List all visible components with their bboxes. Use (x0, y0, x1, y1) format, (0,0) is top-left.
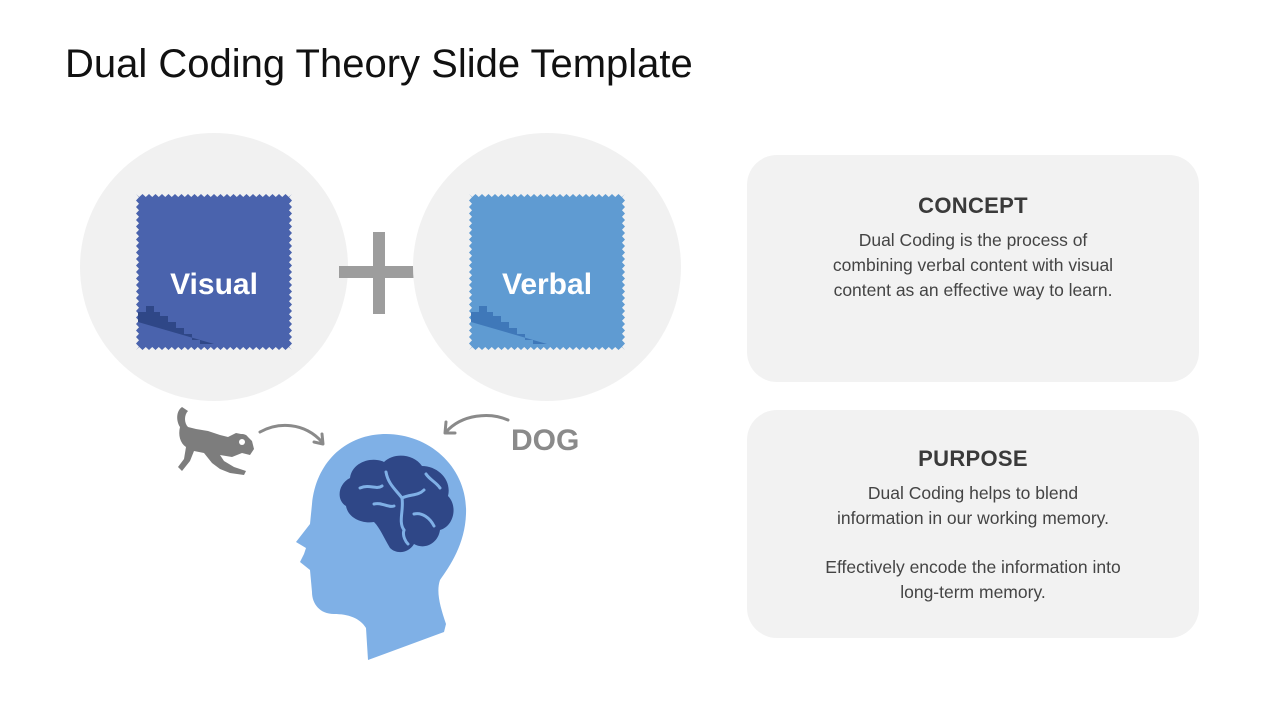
dog-word: DOG (511, 424, 580, 457)
purpose-line: information in our working memory. (837, 508, 1109, 528)
purpose-heading: PURPOSE (918, 446, 1028, 471)
concept-text: Dual Coding is the process of combining … (803, 228, 1143, 303)
purpose-text-secondary: Effectively encode the information into … (803, 555, 1143, 605)
purpose-line: Effectively encode the information into (825, 557, 1121, 577)
purpose-text: Dual Coding helps to blend information i… (803, 481, 1143, 531)
verbal-label: Verbal (501, 268, 593, 301)
curved-arrow-icon (443, 414, 510, 435)
verbal-stamp-shape (469, 194, 625, 350)
slide-title: Dual Coding Theory Slide Template (65, 42, 693, 86)
concept-card: CONCEPT Dual Coding is the process of co… (747, 155, 1199, 382)
purpose-line: long-term memory. (900, 582, 1046, 602)
head-icon (296, 434, 467, 660)
concept-line: combining verbal content with visual (832, 255, 1114, 275)
visual-stamp-shape (136, 194, 292, 350)
visual-stamp: Visual (136, 194, 292, 350)
dog-icon (177, 407, 254, 475)
plus-icon (339, 232, 421, 314)
brain-icon (339, 455, 454, 553)
purpose-line: Dual Coding helps to blend (867, 483, 1079, 503)
concept-line: Dual Coding is the process of (858, 230, 1088, 250)
verbal-stamp: Verbal (469, 194, 625, 350)
visual-label: Visual (170, 268, 258, 301)
concept-heading: CONCEPT (918, 193, 1028, 218)
curved-arrow-icon (258, 423, 325, 446)
concept-line: content as an effective way to learn. (833, 280, 1113, 300)
purpose-card: PURPOSE Dual Coding helps to blend infor… (747, 410, 1199, 638)
